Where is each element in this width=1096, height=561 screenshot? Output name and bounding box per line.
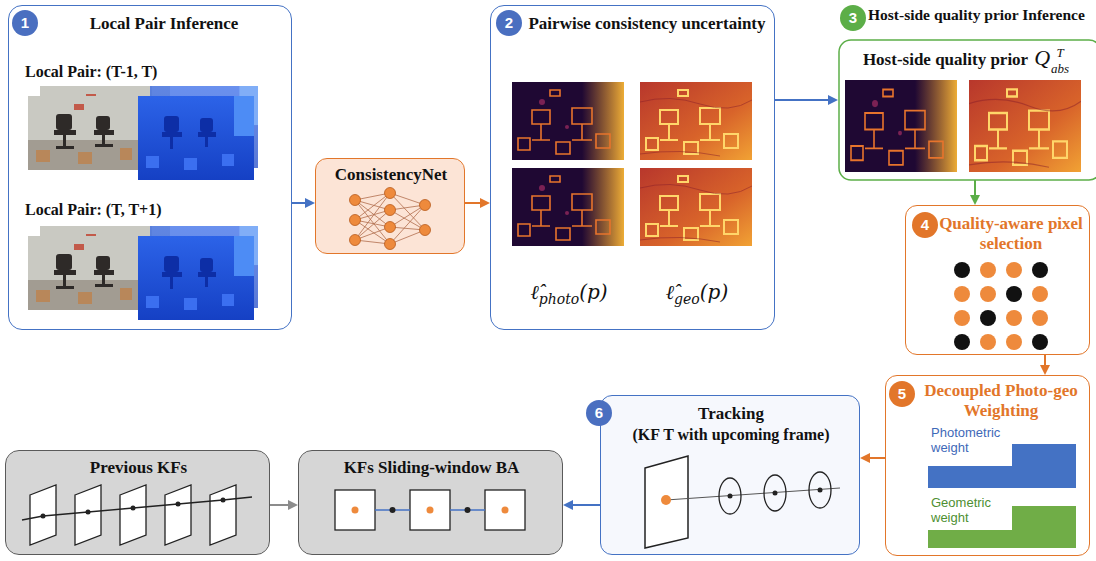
text-group: Pairwise consistency uncertainty (523, 14, 771, 34)
process-box: Tracking (KF T with upcoming frame) (600, 395, 860, 555)
node-text: Pairwise consistency uncertainty (523, 14, 771, 34)
flow-arrow (465, 198, 490, 208)
node-text: ConsistencyNet (316, 165, 466, 185)
text-group: Geometric weight (931, 495, 1009, 525)
node-text: (KF T with upcoming frame) (611, 426, 851, 444)
arrow-head (970, 195, 980, 205)
node-text: Q (1034, 45, 1050, 70)
node-text: Host-side quality prior Inference (868, 6, 1092, 24)
network-box: ConsistencyNet (315, 158, 465, 254)
flow-arrow (563, 500, 600, 510)
text-group: Previous KFs (16, 458, 261, 478)
node-text: (p) (579, 280, 607, 304)
node-text: abs (1051, 61, 1069, 77)
node-text: Host-side quality prior (863, 50, 1028, 69)
node-text: Local Pair: (T-1, T) (25, 63, 285, 81)
node-text: Local Pair Inference (39, 14, 289, 34)
text-group: Local Pair: (T, T+1) (25, 201, 285, 219)
node-text: Local Pair: (T, T+1) (25, 201, 285, 219)
arrow-head (860, 453, 870, 463)
text-group: Tracking (621, 404, 841, 424)
arrow-head (288, 500, 298, 510)
flow-arrow (1040, 355, 1050, 375)
text-group: Photometric weight (931, 425, 1009, 455)
text-group: (KF T with upcoming frame) (611, 426, 851, 444)
text-group: ℓ̂geo(p) (637, 280, 757, 307)
stage-panel: Pairwise consistency uncertaintyℓ̂photo(… (490, 5, 775, 330)
node-text: Tracking (621, 404, 841, 424)
node-text: ℓ̂ (530, 280, 538, 304)
arrow-head (480, 198, 490, 208)
flow-arrow (775, 95, 838, 105)
arrow-head (828, 95, 838, 105)
node-text: Quality-aware pixel selection (936, 214, 1086, 254)
text-group: ℓ̂photo(p) (509, 280, 629, 307)
text-group: Local Pair Inference (39, 14, 289, 34)
text-group: KFs Sliding-window BA (309, 458, 554, 478)
flow-arrow (970, 180, 980, 205)
arrow-line (270, 504, 290, 506)
flow-arrow (860, 453, 885, 463)
node-text: geo (674, 291, 700, 307)
text-group: Host-side quality prior QTabs (842, 45, 1090, 77)
process-box: KFs Sliding-window BA (298, 450, 563, 555)
arrow-head (305, 198, 315, 208)
arrow-line (974, 180, 976, 197)
process-box: Previous KFs (5, 450, 270, 555)
text-group: Quality-aware pixel selection (936, 214, 1086, 254)
flow-arrow (292, 198, 315, 208)
node-text: Previous KFs (16, 458, 261, 478)
text-group: ConsistencyNet (316, 165, 466, 185)
node-text: Photometric weight (931, 425, 1009, 455)
text-group: Decoupled Photo-geo Weighting (916, 381, 1086, 421)
flow-arrow (270, 500, 298, 510)
stage-panel: Local Pair InferenceLocal Pair: (T-1, T)… (8, 5, 292, 330)
node-text: Decoupled Photo-geo Weighting (916, 381, 1086, 421)
arrow-line (775, 99, 830, 101)
arrow-line (292, 202, 307, 204)
callout-number: 3 (840, 5, 866, 31)
callout-number: 6 (586, 400, 612, 426)
script-stack: Tabs (1051, 45, 1069, 77)
node-text: KFs Sliding-window BA (309, 458, 554, 478)
node-text: ℓ̂ (666, 280, 674, 304)
text-group: Local Pair: (T-1, T) (25, 63, 285, 81)
node-text: T (1051, 45, 1069, 61)
arrow-head (563, 500, 573, 510)
callout-number: 1 (12, 10, 38, 36)
callout-number: 2 (496, 10, 522, 36)
arrow-line (868, 457, 885, 459)
arrow-head (1040, 365, 1050, 375)
text-group: Host-side quality prior Inference (868, 6, 1092, 24)
node-text: Geometric weight (931, 495, 1009, 525)
stage-panel: Host-side quality prior InferenceHost-si… (838, 3, 1096, 180)
arrow-line (465, 202, 482, 204)
node-text: (p) (700, 280, 728, 304)
arrow-line (571, 504, 600, 506)
process-box: Decoupled Photo-geo WeightingPhotometric… (885, 375, 1090, 556)
callout-number: 5 (889, 381, 915, 407)
node-text: photo (539, 291, 579, 307)
callout-number: 4 (912, 212, 938, 238)
